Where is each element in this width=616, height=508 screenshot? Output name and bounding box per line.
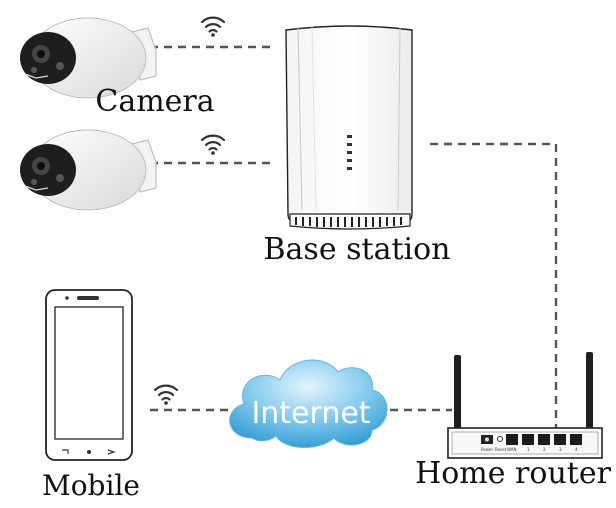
wifi-icon: [200, 16, 226, 38]
camera-icon: [19, 129, 157, 211]
router-reset-label: Reset: [495, 447, 507, 452]
router-wan-label: WAN: [507, 447, 516, 452]
router-icon: Power Reset WAN 1 2 3 4: [447, 352, 603, 459]
camera-label: Camera: [95, 84, 214, 119]
base-station-icon: [285, 25, 413, 230]
cloud-icon: Internet: [229, 359, 388, 449]
link-base-router: [430, 142, 558, 428]
wifi-icon: [200, 134, 226, 156]
router-lan-4-label: 4: [575, 447, 578, 452]
router-lan-1-label: 1: [527, 447, 530, 452]
wifi-icon: [153, 384, 179, 406]
router-lan-2-label: 2: [543, 447, 546, 452]
internet-label: Internet: [251, 396, 370, 431]
router-power-label: Power: [481, 447, 493, 452]
router-lan-3-label: 3: [559, 447, 562, 452]
mobile-phone-icon: [45, 289, 133, 461]
home-router-label: Home router: [415, 456, 611, 491]
mobile-label: Mobile: [42, 469, 140, 502]
base-station-label: Base station: [264, 232, 451, 267]
